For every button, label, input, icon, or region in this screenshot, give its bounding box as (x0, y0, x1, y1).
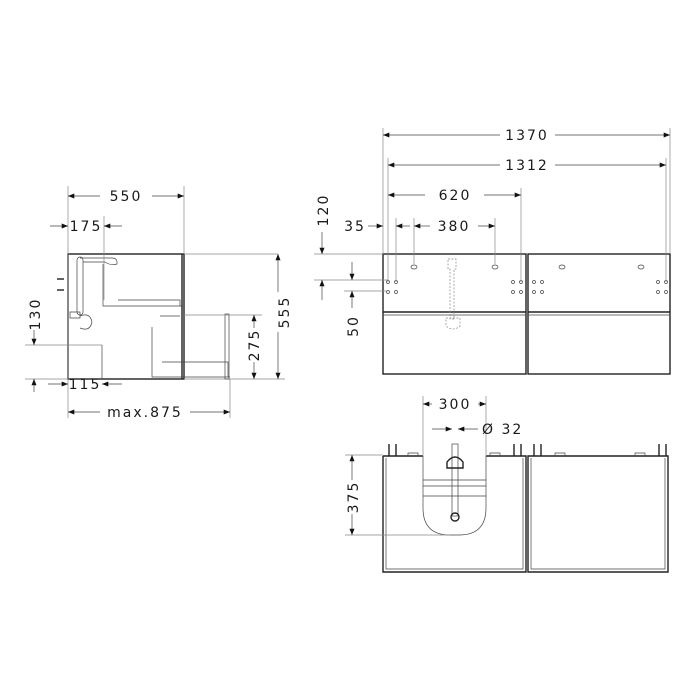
dim-115: 115 (69, 377, 102, 393)
dim-130: 130 (28, 298, 44, 331)
dim-120: 120 (316, 194, 332, 227)
dim-555: 555 (277, 296, 293, 329)
dim-300: 300 (439, 397, 472, 413)
dim-50: 50 (346, 315, 362, 337)
dim-380: 380 (438, 219, 471, 235)
dim-max-875: max.875 (107, 405, 183, 421)
dim-550: 550 (110, 189, 143, 205)
dim-620: 620 (439, 188, 472, 204)
dim-375: 375 (346, 481, 362, 514)
dim-275: 275 (247, 329, 263, 362)
dim-diameter-32: Ø 32 (482, 422, 523, 438)
dim-35: 35 (344, 219, 366, 235)
dim-175: 175 (70, 219, 103, 235)
side-view: 550 175 555 275 130 115 max.875 (25, 186, 293, 421)
dim-1370: 1370 (505, 128, 549, 144)
front-view: 1370 1312 620 35 380 120 50 (314, 128, 671, 375)
dim-1312: 1312 (505, 158, 549, 174)
top-view: 300 Ø 32 375 (345, 396, 669, 573)
